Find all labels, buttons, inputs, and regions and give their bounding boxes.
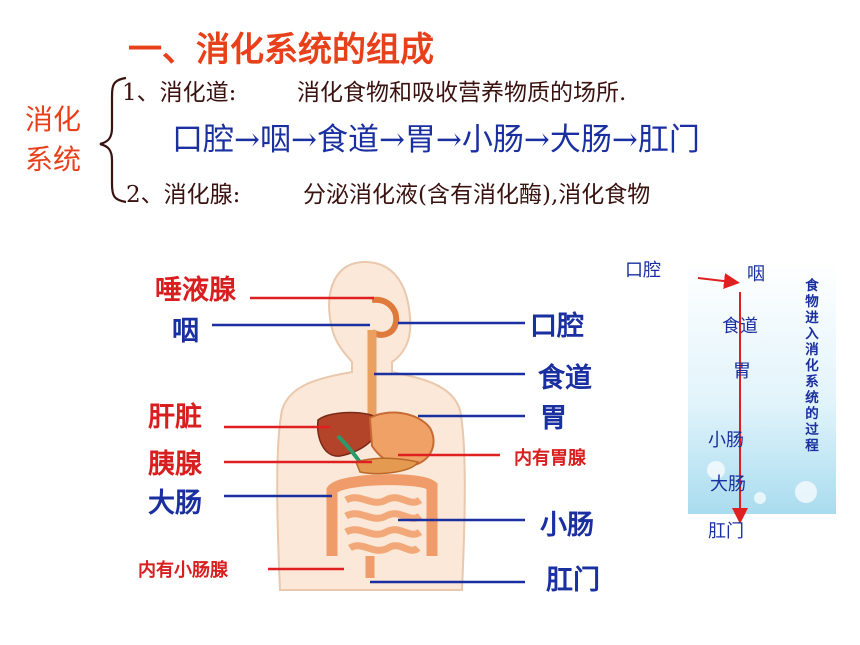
label-intestinal-gland: 内有小肠腺 xyxy=(138,560,228,581)
tract-desc: 消化食物和吸收营养物质的场所. xyxy=(297,80,627,106)
flow-node-stomach: 胃 xyxy=(733,361,751,382)
caption-char: 过 xyxy=(805,422,819,438)
label-stomach: 胃 xyxy=(540,403,567,434)
label-large-intestine: 大肠 xyxy=(148,488,202,519)
caption-char: 进 xyxy=(805,310,819,326)
flow-node-oral-cavity: 口腔 xyxy=(625,260,661,281)
small-intestine-shape xyxy=(344,494,423,554)
large-intestine-shape xyxy=(326,474,438,556)
gland-desc: 分泌消化液(含有消化酶),消化食物 xyxy=(303,182,651,208)
oral-cavity-shape xyxy=(370,296,400,338)
tract-path: 口腔→咽→食道→胃→小肠→大肠→肛门 xyxy=(172,122,700,158)
caption-char: 食 xyxy=(805,278,819,294)
side-label-line-2: 系统 xyxy=(25,143,82,176)
page-title: 一、消化系统的组成 xyxy=(128,30,434,70)
flow-arrow-oral-to-pharynx xyxy=(697,273,740,290)
label-salivary-gland: 唾液腺 xyxy=(155,275,236,306)
gland-label: 2、消化腺: xyxy=(126,182,241,208)
caption-char: 系 xyxy=(805,374,819,390)
flow-node-large-intestine: 大肠 xyxy=(710,474,746,495)
label-esophagus: 食道 xyxy=(538,363,592,394)
side-label-line-1: 消化 xyxy=(25,103,82,136)
caption-char: 消 xyxy=(805,342,819,358)
label-small-intestine: 小肠 xyxy=(540,510,594,541)
flow-node-small-intestine: 小肠 xyxy=(708,430,744,451)
caption-char: 程 xyxy=(805,438,819,454)
caption-char: 物 xyxy=(805,294,819,310)
label-anus: 肛门 xyxy=(546,565,600,596)
flow-node-pharynx: 咽 xyxy=(747,264,765,285)
flow-vertical-caption: 食 物 进 入 消 化 系 统 的 过 程 xyxy=(803,278,821,454)
caption-char: 的 xyxy=(805,406,819,422)
caption-char: 入 xyxy=(805,326,819,342)
label-pancreas: 胰腺 xyxy=(148,449,202,480)
label-pharynx: 咽 xyxy=(172,316,199,347)
label-liver: 肝脏 xyxy=(148,402,202,433)
side-label: 消化 系统 xyxy=(25,100,81,180)
flow-node-anus: 肛门 xyxy=(708,521,744,542)
flow-node-esophagus: 食道 xyxy=(722,316,758,337)
caption-char: 化 xyxy=(805,358,819,374)
label-gastric-gland: 内有胃腺 xyxy=(514,448,586,469)
tract-label: 1、消化道: xyxy=(122,80,237,106)
label-oral-cavity: 口腔 xyxy=(530,311,584,342)
liver-shape xyxy=(317,411,381,457)
caption-char: 统 xyxy=(805,390,819,406)
